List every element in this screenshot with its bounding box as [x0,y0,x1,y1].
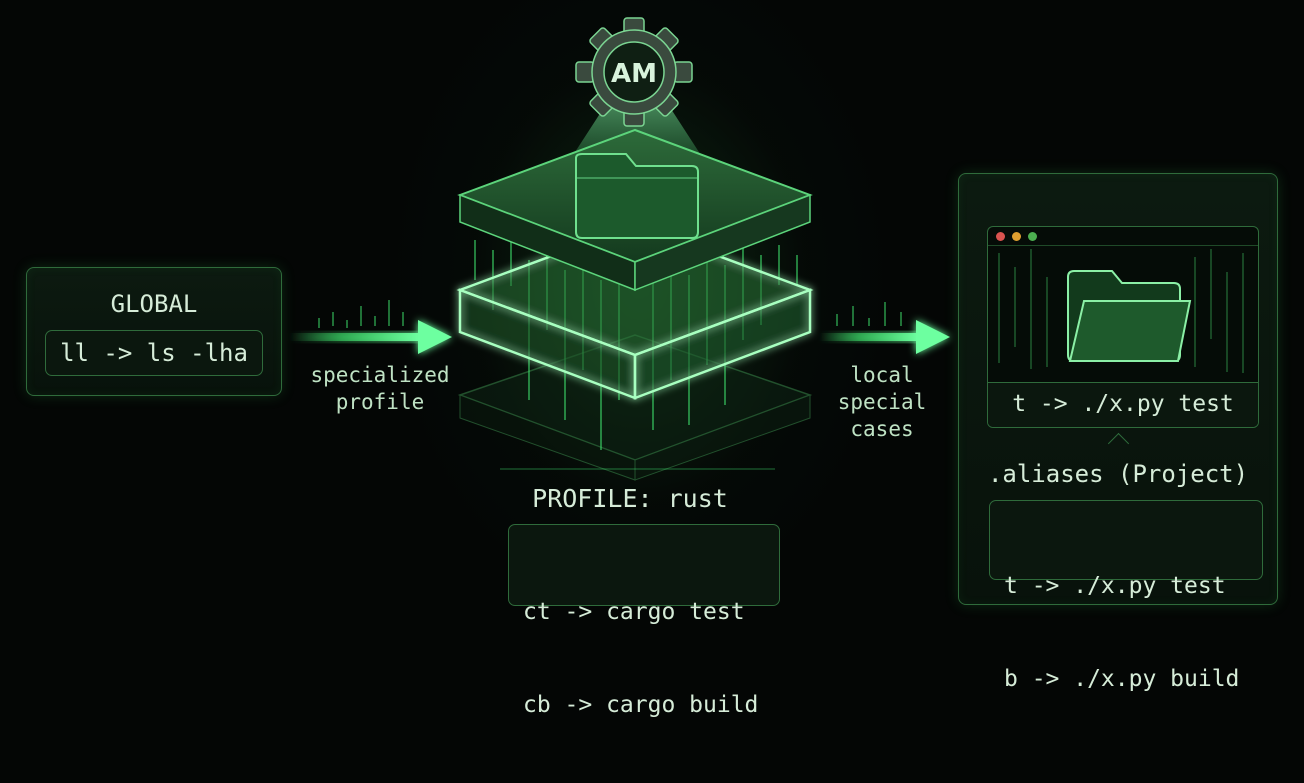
profile-title: PROFILE: rust [532,484,728,513]
project-title: .aliases (Project) [987,460,1249,488]
project-folder-icon [1067,270,1192,362]
callout-caret [1107,432,1130,455]
arrow-label-right: local special cases [822,362,942,443]
terminal-window: t -> ./x.py test [987,226,1259,428]
arrow-global-to-profile [290,300,452,354]
arrow-profile-to-project [820,302,950,354]
arrow-label-right-line3: cases [850,417,914,441]
window-content [998,249,1244,373]
maximize-dot-icon [1028,232,1037,241]
project-alias-box: t -> ./x.py test b -> ./x.py build [989,500,1263,692]
window-command-bar: t -> ./x.py test [988,382,1258,427]
global-title: GLOBAL [110,290,198,318]
project-alias: t -> ./x.py test [1004,573,1226,599]
gear-icon [575,17,693,127]
arrow-label-right-line1: local [850,363,914,387]
arrow-label-left-line2: profile [335,390,425,414]
arrow-label-right-line2: special [837,390,927,414]
project-panel: t -> ./x.py test .aliases (Project) t ->… [958,173,1278,692]
arrow-label-left-line1: specialized [310,363,450,387]
folder-icon [575,153,699,239]
profile-alias: cb -> cargo build [523,692,759,718]
minimize-dot-icon [1012,232,1021,241]
profile-divider [500,468,775,470]
global-alias: ll -> ls -lha [60,339,248,367]
profile-alias-box: ct -> cargo test cb -> cargo build [508,524,780,718]
window-titlebar [988,227,1258,246]
arrow-label-left: specialized profile [300,362,460,416]
window-alias: t -> ./x.py test [1012,391,1234,417]
close-dot-icon [996,232,1005,241]
project-alias: b -> ./x.py build [1004,666,1240,692]
profile-alias: ct -> cargo test [523,599,745,625]
diagram-graphics: AM [290,17,950,481]
global-panel: GLOBAL ll -> ls -lha [26,267,282,396]
global-alias-box: ll -> ls -lha [45,330,263,376]
logo-text: AM [611,59,657,89]
